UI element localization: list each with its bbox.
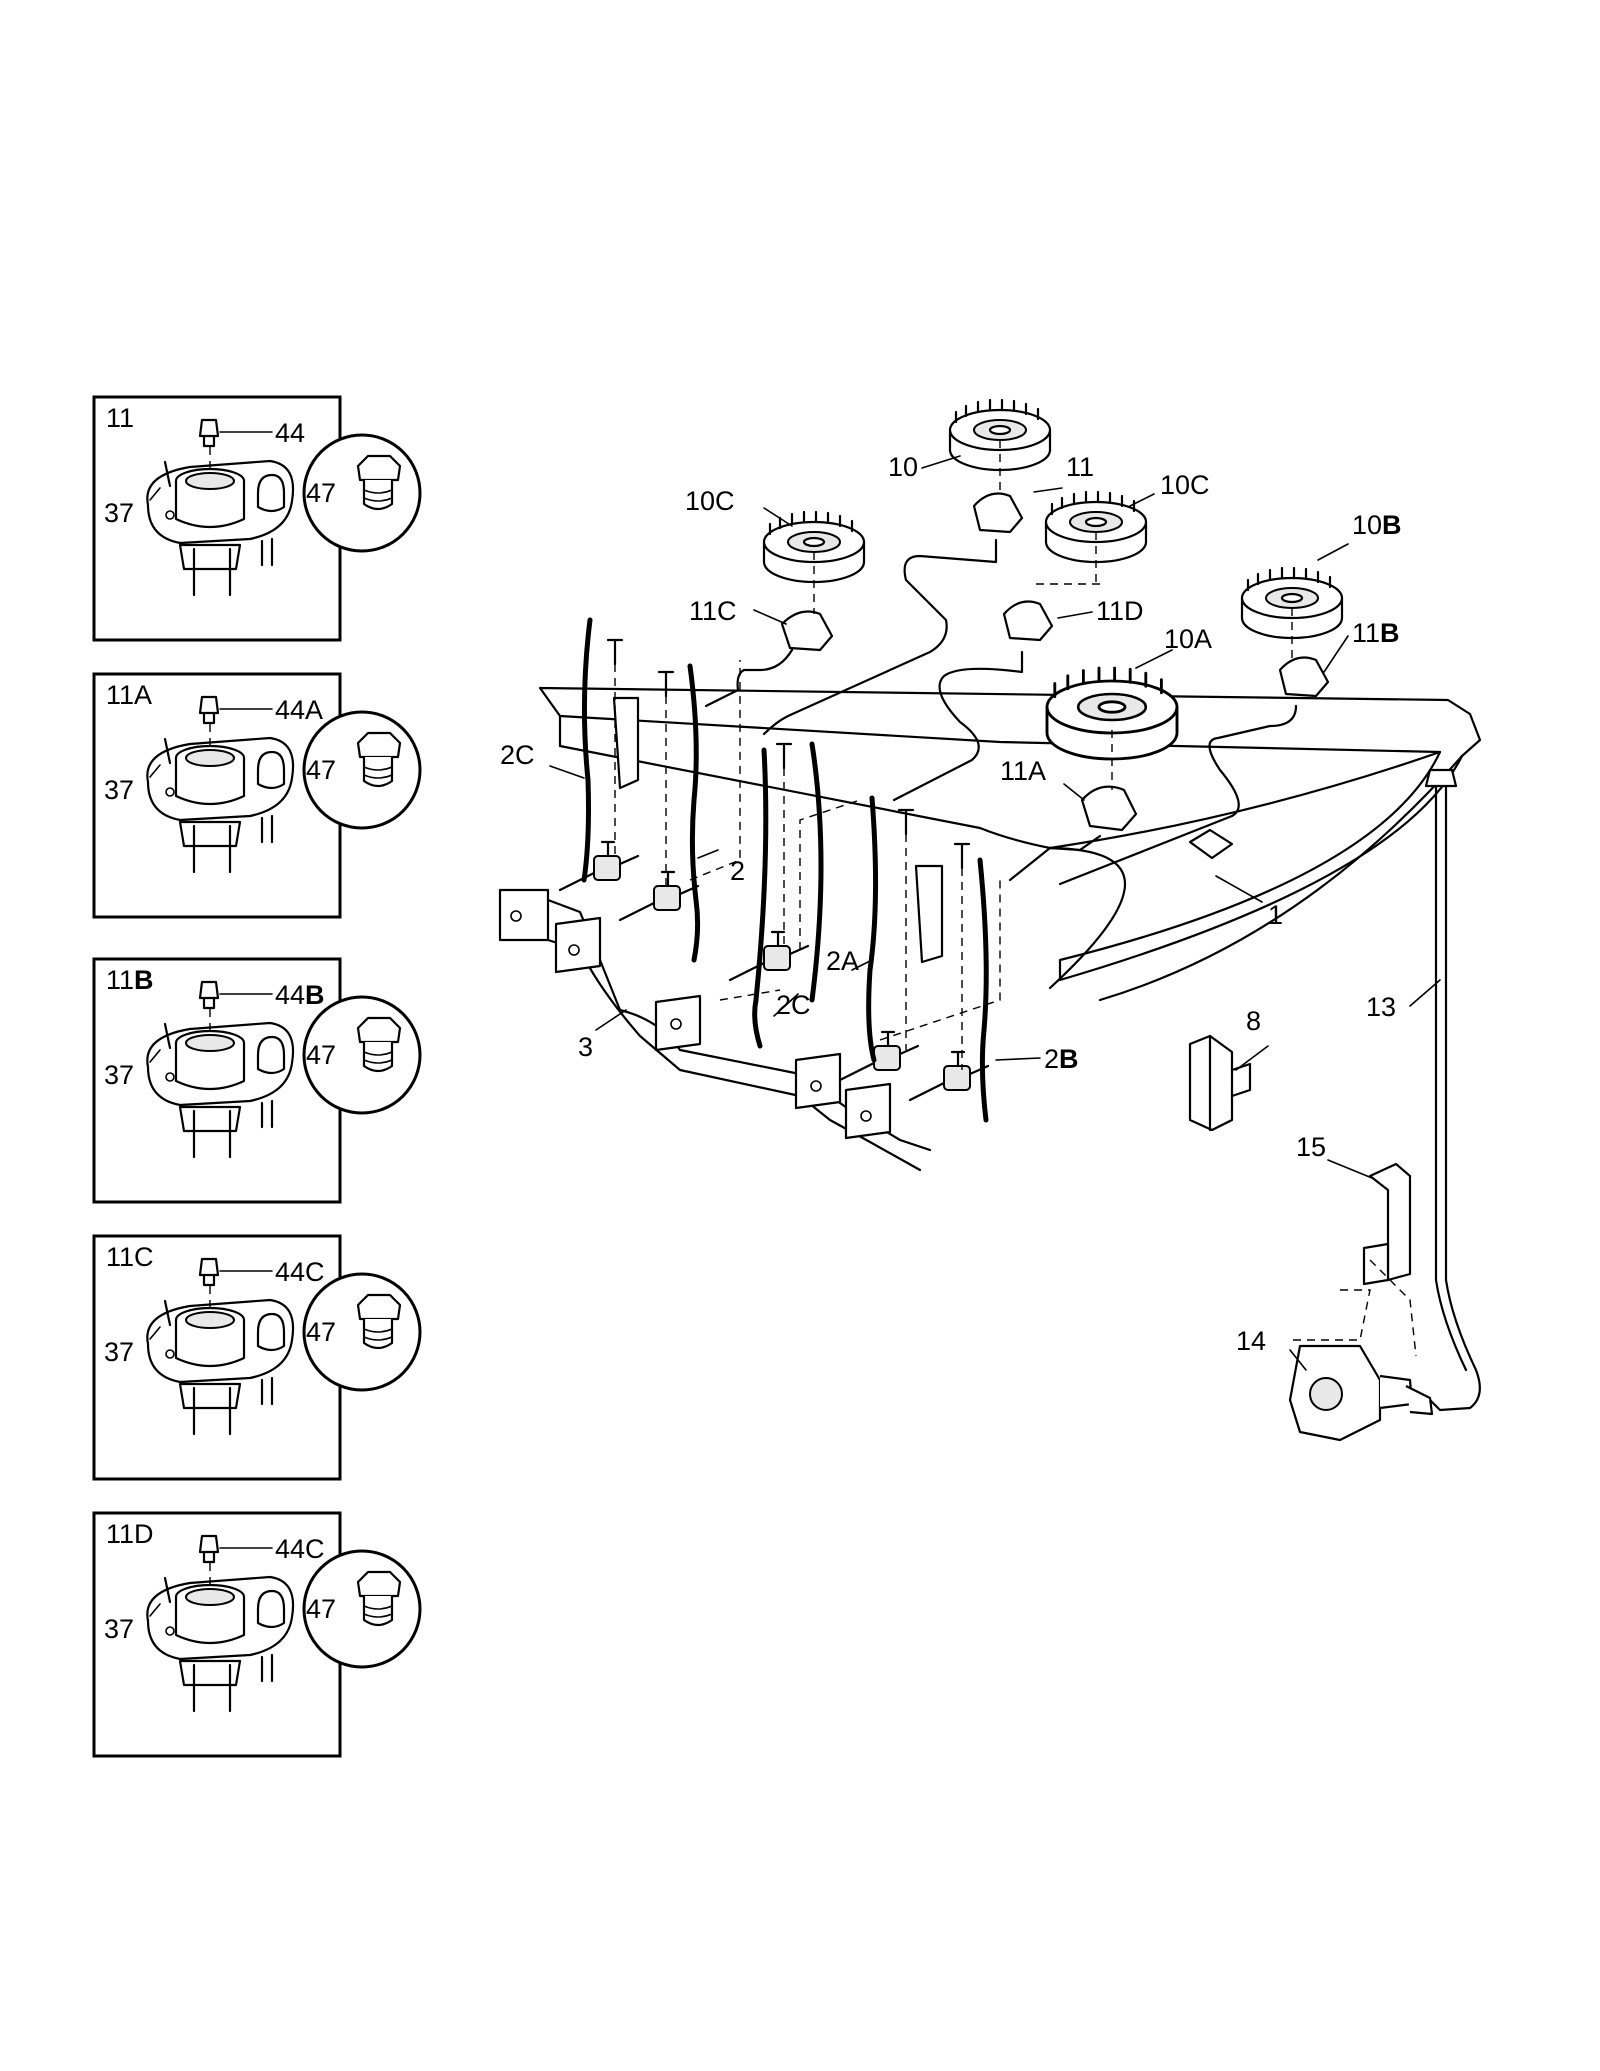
orifice-label: 44 <box>275 418 305 448</box>
valve-2c-middle <box>728 930 810 982</box>
screw-label: 37 <box>104 498 134 528</box>
callout-3: 3 <box>578 1032 593 1062</box>
screw-icon <box>657 670 675 698</box>
orifice-label: 44A <box>275 695 323 725</box>
manifold-pipe <box>538 686 1482 982</box>
valve-2a <box>838 1030 920 1082</box>
callout-11c: 11C <box>689 596 737 626</box>
screw-icon <box>897 808 915 836</box>
screw-illustration <box>163 1299 172 1327</box>
burner-base-11c <box>780 610 834 652</box>
callout-15: 15 <box>1296 1132 1326 1162</box>
screw-label: 37 <box>104 1060 134 1090</box>
callout-11b: 11B <box>1352 618 1400 648</box>
burner-base-11b <box>1278 656 1330 698</box>
brace-2a <box>866 795 879 1063</box>
callout-10c-left: 10C <box>685 486 735 516</box>
supply-tube <box>1428 778 1481 1412</box>
valve-2b <box>908 1050 990 1102</box>
callout-10c-right: 10C <box>1160 470 1210 500</box>
orifice-label: 44C <box>275 1257 325 1287</box>
cap-label: 47 <box>306 1594 336 1624</box>
burner-tube <box>892 650 1024 802</box>
burner-tube <box>1008 834 1102 882</box>
screw-label: 37 <box>104 1337 134 1367</box>
brace-2 <box>687 663 701 963</box>
screw-icon <box>775 742 793 770</box>
inset-title: 11B <box>106 965 154 995</box>
bracket-rail <box>498 888 550 942</box>
callout-2: 2 <box>730 856 745 886</box>
burner-tube <box>704 648 794 708</box>
inset-title: 11C <box>106 1242 154 1272</box>
inset-panel-11c: 11C 44C 37 47 <box>92 1234 422 1481</box>
inset-title: 11A <box>106 680 152 710</box>
screw-label: 37 <box>104 775 134 805</box>
brace-2c-middle-right <box>809 741 824 1003</box>
callout-11d: 11D <box>1096 596 1144 626</box>
orifice-illustration <box>198 1257 220 1287</box>
inset-panel-11b: 11B 44B 37 47 <box>92 957 422 1204</box>
inset-title: 11D <box>106 1519 154 1549</box>
inset-panel-11: 11 44 37 47 <box>92 395 422 642</box>
burner-tube <box>1058 704 1298 886</box>
orifice-label: 44C <box>275 1534 325 1564</box>
callout-11a: 11A <box>1000 756 1046 786</box>
orifice-illustration <box>198 1534 220 1564</box>
inset-title: 11 <box>106 403 134 433</box>
brace-2c-middle <box>752 747 769 1049</box>
screw-icon <box>606 638 624 666</box>
valve-2 <box>618 870 700 922</box>
burner-base-11a <box>1080 785 1138 832</box>
screw-label: 37 <box>104 1614 134 1644</box>
screw-icon <box>953 842 971 870</box>
orifice-illustration <box>198 980 220 1010</box>
cap-label: 47 <box>306 1040 336 1070</box>
cap-label: 47 <box>306 478 336 508</box>
callout-11: 11 <box>1066 452 1094 482</box>
burner-tube <box>762 538 998 736</box>
orifice-illustration <box>198 418 220 448</box>
screw-illustration <box>163 737 172 765</box>
callout-14: 14 <box>1236 1326 1266 1356</box>
cap-label: 47 <box>306 1317 336 1347</box>
screw-illustration <box>163 1022 172 1050</box>
callout-2b: 2B <box>1044 1044 1079 1074</box>
brace-2b <box>977 857 989 1123</box>
clip <box>914 864 944 964</box>
callout-10: 10 <box>888 452 918 482</box>
callout-10a: 10A <box>1164 624 1212 654</box>
burner-base-11 <box>972 492 1024 534</box>
burner-base-11d <box>1002 600 1054 642</box>
clip <box>612 696 640 790</box>
regulator-bracket <box>1368 1162 1412 1282</box>
cap-label: 47 <box>306 755 336 785</box>
callout-2a: 2A <box>826 946 859 976</box>
inset-panel-11a: 11A 44A 37 47 <box>92 672 422 919</box>
callout-2c-left: 2C <box>500 740 535 770</box>
valve-2c-left <box>558 840 640 892</box>
screw-illustration <box>163 460 172 488</box>
brace-2c-left <box>581 617 593 883</box>
orifice-label: 44B <box>275 980 325 1010</box>
callout-8: 8 <box>1246 1006 1261 1036</box>
callout-13: 13 <box>1366 992 1396 1022</box>
inset-panel-11d: 11D 44C 37 47 <box>92 1511 422 1758</box>
callout-2c-middle: 2C <box>776 990 811 1020</box>
callout-1: 1 <box>1268 900 1283 930</box>
screw-illustration <box>163 1576 172 1604</box>
orifice-illustration <box>198 695 220 725</box>
callout-10b: 10B <box>1352 510 1402 540</box>
